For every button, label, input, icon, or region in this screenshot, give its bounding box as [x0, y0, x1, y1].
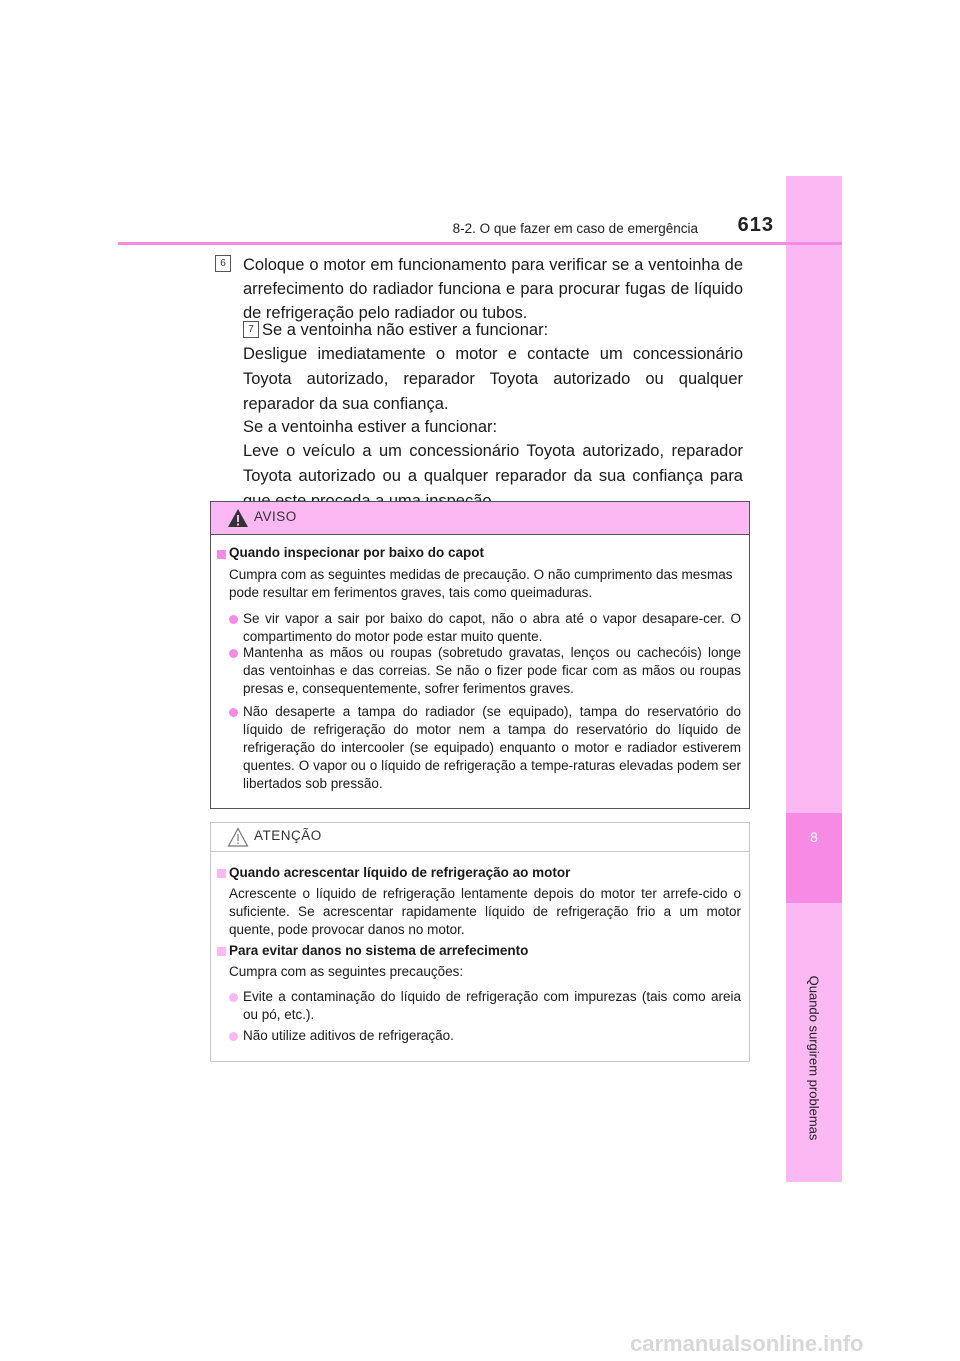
step-7-lead: Se a ventoinha não estiver a funcionar:: [262, 321, 549, 339]
chapter-number-block: [786, 813, 842, 903]
warning-box: AVISO Quando inspecionar por baixo do ca…: [210, 501, 750, 809]
chapter-label: Quando surgirem problemas: [806, 975, 822, 1141]
chapter-number: 8: [810, 829, 818, 845]
watermark-logo: carmanualsonline.info: [628, 1331, 952, 1356]
warning-triangle-icon: [227, 508, 249, 533]
caution-heading-2: Para evitar danos no sistema de arrefeci…: [229, 943, 529, 958]
section-title: 8-2. O que fazer em caso de emergência: [452, 221, 698, 236]
warning-header: AVISO: [211, 502, 749, 535]
caution-triangle-icon: [227, 827, 249, 852]
step-7-lead-2: Se a ventoinha estiver a funcionar:: [243, 418, 498, 436]
caution-bullet: Não utilize aditivos de refrigeração.: [243, 1028, 454, 1043]
round-bullet-icon: [229, 708, 238, 717]
svg-text:carmanualsonline.info: carmanualsonline.info: [630, 1332, 864, 1356]
square-bullet-icon: [217, 550, 226, 559]
round-bullet-icon: [229, 615, 238, 624]
page-number: 613: [737, 214, 774, 236]
caution-title: ATENÇÃO: [254, 828, 322, 843]
round-bullet-icon: [229, 993, 238, 1002]
warning-heading: Quando inspecionar por baixo do capot: [229, 545, 485, 560]
square-bullet-icon: [217, 869, 226, 878]
round-bullet-icon: [229, 1032, 238, 1041]
header-rule: [118, 242, 842, 245]
step-number-badge: 6: [215, 255, 231, 272]
warning-bullet: Mantenha as mãos ou roupas (sobretudo gr…: [243, 645, 741, 696]
warning-title: AVISO: [254, 509, 297, 524]
caution-box: ATENÇÃO Quando acrescentar líquido de re…: [210, 822, 750, 1062]
caution-header: ATENÇÃO: [211, 823, 749, 852]
step-6-text: Coloque o motor em funcionamento para ve…: [243, 256, 743, 322]
chapter-tab: [786, 176, 842, 1182]
round-bullet-icon: [229, 649, 238, 658]
warning-bullet: Se vir vapor a sair por baixo do capot, …: [243, 611, 741, 644]
step-7-text-1: Desligue imediatamente o motor e contact…: [243, 345, 743, 413]
caution-para-1: Acrescente o líquido de refrigeração len…: [229, 886, 741, 937]
step-number-badge: 7: [243, 321, 259, 338]
warning-intro: Cumpra com as seguintes medidas de preca…: [229, 567, 733, 600]
caution-heading-1: Quando acrescentar líquido de refrigeraç…: [229, 865, 571, 880]
caution-bullet: Evite a contaminação do líquido de refri…: [243, 989, 741, 1022]
warning-bullet: Não desaperte a tampa do radiador (se eq…: [243, 704, 741, 791]
square-bullet-icon: [217, 947, 226, 956]
caution-para-2: Cumpra com as seguintes precauções:: [229, 964, 464, 979]
